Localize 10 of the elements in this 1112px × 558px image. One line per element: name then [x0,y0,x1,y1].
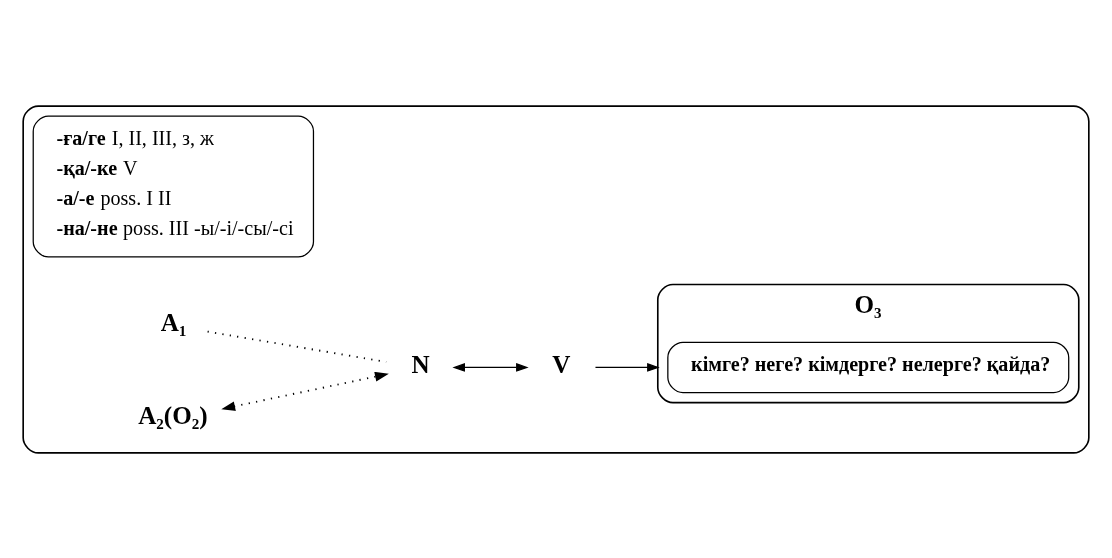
node-text: N [411,349,430,377]
node-text: A₂(O₂) [138,401,208,429]
node-box: -ға/ге I, II, III, з, ж -қа/-ке V -а/-е poss. I II -на/-не poss. III -ы/-і/-сы/-сі [32,115,315,257]
node-text: V [552,349,571,377]
node-box: кімге? неге? кімдерге? нелерге? қайда? [667,341,1070,393]
node-text: A₁ [160,308,187,336]
cluster [22,104,1090,454]
arrow [594,362,660,372]
arrow [221,371,389,411]
arrow [452,362,529,372]
